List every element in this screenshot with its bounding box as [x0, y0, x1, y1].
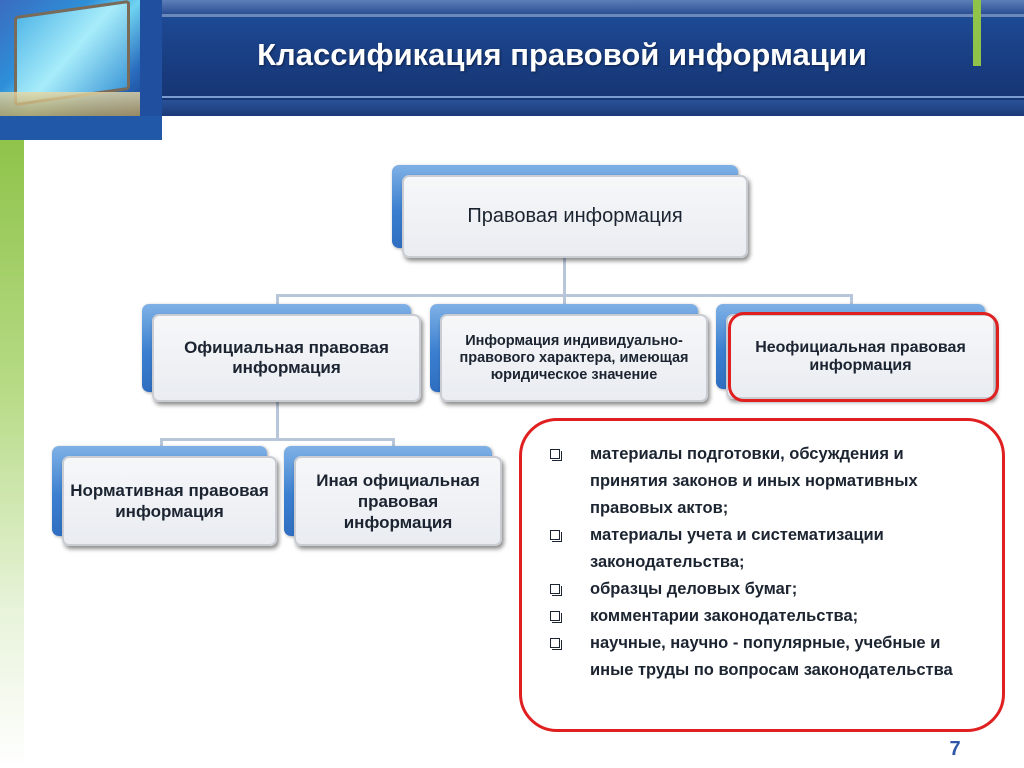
monitor-image — [0, 0, 140, 116]
list-item-text: научные, научно - популярные, учебные и … — [590, 634, 953, 679]
list-item-text: материалы учета и систематизации законод… — [590, 526, 884, 571]
unofficial-info-list: материалы подготовки, обсуждения и приня… — [522, 421, 1002, 684]
list-item: образцы деловых бумаг; — [550, 576, 976, 603]
list-item-text: образцы деловых бумаг; — [590, 580, 798, 598]
node-official-legal-information: Официальная правовая информация — [142, 304, 421, 402]
checkbox-bullet-icon — [550, 530, 562, 542]
corner-logo-block — [0, 0, 162, 140]
node-label: Иная официальная правовая информация — [294, 456, 502, 546]
connector-to-official — [276, 294, 279, 308]
checkbox-bullet-icon — [550, 611, 562, 623]
node-label: Правовая информация — [402, 175, 748, 258]
slide-title: Классификация правовой информации — [257, 37, 867, 72]
connector-to-other-official — [392, 438, 395, 448]
node-normative-legal-information: Нормативная правовая информация — [52, 446, 277, 546]
list-item: научные, научно - популярные, учебные и … — [550, 630, 976, 684]
checkbox-bullet-icon — [550, 638, 562, 650]
checkbox-bullet-icon — [550, 449, 562, 461]
header-green-accent — [973, 0, 981, 66]
header-top-line — [162, 0, 1024, 14]
header-thin-line — [162, 96, 1024, 98]
node-label: Нормативная правовая информация — [62, 456, 277, 546]
unofficial-highlight-frame — [728, 312, 999, 402]
unofficial-info-list-box: материалы подготовки, обсуждения и приня… — [519, 418, 1005, 732]
connector-to-unofficial — [850, 294, 853, 308]
logo-bottom-bar — [0, 116, 162, 140]
node-label: Неофициальная правовая информация — [726, 314, 995, 399]
page-number: 7 — [949, 738, 961, 760]
connector-root-down — [563, 256, 566, 296]
list-item: материалы учета и систематизации законод… — [550, 522, 976, 576]
connector-to-individual — [563, 294, 566, 308]
node-unofficial-legal-information: Неофициальная правовая информация — [716, 304, 995, 399]
node-label: Информация индивидуально-правового харак… — [440, 314, 708, 402]
list-item: материалы подготовки, обсуждения и приня… — [550, 441, 976, 522]
checkbox-bullet-icon — [550, 584, 562, 596]
header-gloss — [162, 14, 1024, 17]
connector-official-down — [276, 400, 279, 440]
connector-level2-bar — [160, 438, 394, 441]
header-bar — [162, 0, 1024, 100]
node-label: Официальная правовая информация — [152, 314, 421, 402]
list-item: комментарии законодательства; — [550, 603, 976, 630]
list-item-text: комментарии законодательства; — [590, 607, 859, 625]
left-green-stripe — [0, 140, 24, 768]
node-other-official-legal-information: Иная официальная правовая информация — [284, 446, 502, 546]
node-legal-information: Правовая информация — [392, 165, 748, 258]
list-item-text: материалы подготовки, обсуждения и приня… — [590, 445, 918, 517]
header-bottom-line — [162, 100, 1024, 116]
node-individual-legal-information: Информация индивидуально-правового харак… — [430, 304, 708, 402]
connector-to-normative — [160, 438, 163, 448]
